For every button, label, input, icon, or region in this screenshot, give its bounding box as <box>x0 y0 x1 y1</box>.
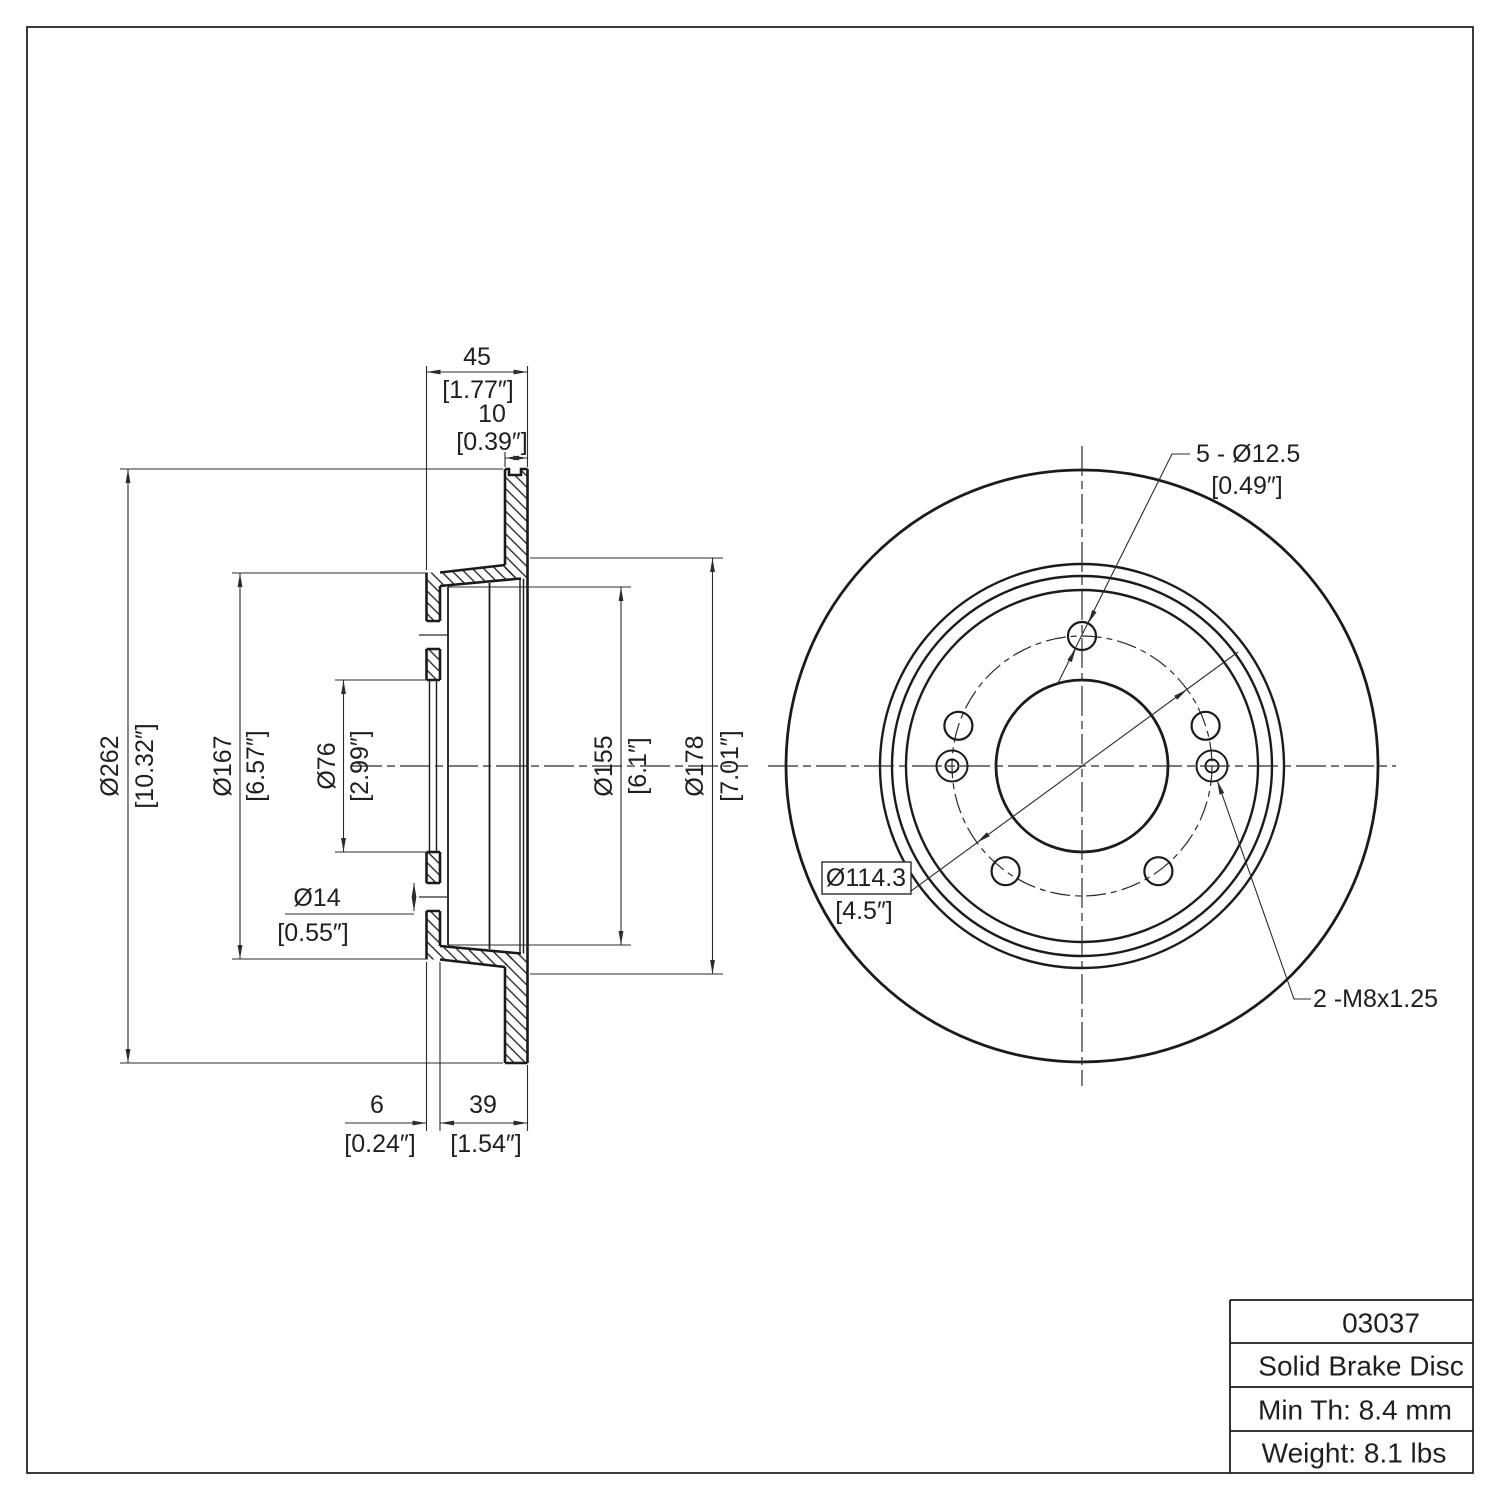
dim-disc-thickness-in: [0.39″] <box>456 428 527 456</box>
hub-flange-section <box>426 649 440 680</box>
dim-center-bore: Ø76 [2.99″] <box>313 679 426 853</box>
callout-lug-holes-in: [0.49″] <box>1211 472 1282 500</box>
arrowhead <box>1174 689 1188 700</box>
callout-lug-holes: 5 - Ø12.5 [0.49″] <box>1056 440 1300 686</box>
dim-bolt-circle-mm: Ø114.3 <box>826 864 906 892</box>
basic-dimension-box <box>821 861 912 895</box>
lug-hole <box>1143 856 1174 887</box>
hub-flange-section <box>426 572 440 621</box>
arrowhead <box>1067 648 1076 663</box>
hub-flange-section <box>426 911 440 960</box>
dim-bolt-circle-in: [4.5″] <box>835 897 893 925</box>
center-bore-edges <box>426 678 440 854</box>
dim-outer-diameter-in: [10.32″] <box>131 723 159 808</box>
section-outline <box>425 467 529 1065</box>
dim-flange-diameter-mm: Ø167 <box>209 735 237 796</box>
dim-flange-diameter: Ø167 [6.57″] <box>209 572 426 960</box>
dim-center-bore-in: [2.99″] <box>346 730 374 801</box>
dim-disc-thickness-mm: 10 <box>478 400 506 428</box>
dim-hat-outer-in: [7.01″] <box>716 730 744 801</box>
dim-total-width-in: [1.77″] <box>442 376 513 404</box>
dim-total-width: 45 [1.77″] <box>425 343 529 570</box>
sheet-border <box>26 26 1474 1474</box>
lug-hole <box>943 710 974 741</box>
dim-flange-thickness-in: [0.24″] <box>344 1130 415 1158</box>
hat-cone-inner-top <box>439 577 522 588</box>
section-hatched-areas <box>426 469 528 1063</box>
dim-hat-inner-mm: Ø155 <box>590 735 618 796</box>
dim-bolt-circle: Ø114.3 [4.5″] <box>821 651 1239 925</box>
arrowhead <box>976 832 990 843</box>
part-number: 03037 <box>1342 1308 1420 1339</box>
arrowhead <box>1217 780 1225 795</box>
dim-flange-diameter-in: [6.57″] <box>242 730 270 801</box>
lug-hole <box>990 856 1021 887</box>
dim-hat-depth-mm: 39 <box>469 1091 497 1119</box>
hat-cone-outer-top <box>439 563 506 574</box>
dim-hat-depth-in: [1.54″] <box>450 1130 521 1158</box>
dim-flange-thickness-mm: 6 <box>370 1091 384 1119</box>
hat-cone-outer-bottom <box>439 958 506 969</box>
front-view: Ø114.3 [4.5″] 5 - Ø12.5 [0.49″] 2 -M8x1.… <box>768 440 1438 1086</box>
title-block: 03037 Solid Brake Disc Min Th: 8.4 mm We… <box>1229 1299 1473 1473</box>
friction-ring-section-top <box>505 469 528 580</box>
dim-stud-hole-in: [0.55″] <box>277 919 348 947</box>
title-block-grid <box>1229 1299 1473 1473</box>
bolt-circle-dimension-line <box>910 651 1239 892</box>
stud-hole-edges <box>426 619 440 913</box>
ring-top-edge-with-groove <box>505 467 528 477</box>
dim-hat-inner-in: [6.1″] <box>624 737 652 795</box>
friction-ring-section-bottom <box>505 953 528 1063</box>
dim-flange-thickness-and-hat-depth: 6 [0.24″] 39 [1.54″] <box>344 962 529 1158</box>
hub-flange-section <box>426 852 440 883</box>
callout-thread-holes: 2 -M8x1.25 <box>1216 780 1438 1013</box>
leader-line <box>1216 780 1311 1000</box>
lug-holes <box>943 620 1221 887</box>
part-description: Solid Brake Disc <box>1258 1351 1463 1382</box>
dim-outer-diameter: Ø262 [10.32″] <box>96 468 503 1064</box>
callout-thread-holes-label: 2 -M8x1.25 <box>1313 985 1438 1013</box>
dim-stud-hole-mm: Ø14 <box>293 884 340 912</box>
dim-hat-inner-diameter: Ø155 [6.1″] <box>448 586 652 946</box>
leader-line <box>1056 453 1190 686</box>
dim-hat-outer-mm: Ø178 <box>681 735 709 796</box>
dim-disc-thickness: 10 [0.39″] <box>456 400 528 467</box>
thread-hole-inner <box>944 758 960 774</box>
dim-outer-diameter-mm: Ø262 <box>96 735 124 796</box>
lug-hole <box>1190 710 1221 741</box>
arrowhead <box>1088 609 1097 624</box>
hat-cone-section-top <box>440 565 517 586</box>
dim-center-bore-mm: Ø76 <box>313 742 341 789</box>
dim-stud-hole: Ø14 [0.55″] <box>277 883 417 947</box>
dim-hat-outer-diameter: Ø178 [7.01″] <box>530 557 744 975</box>
section-centerlines <box>352 634 748 898</box>
section-view: 45 [1.77″] 10 [0.39″] Ø262 [10.32″] Ø167… <box>96 343 748 1158</box>
callout-lug-holes-label: 5 - Ø12.5 <box>1196 440 1300 468</box>
hat-cone-section-bottom <box>440 946 517 967</box>
hat-cone-inner-bottom <box>439 944 522 955</box>
dim-total-width-mm: 45 <box>463 343 491 371</box>
part-weight: Weight: 8.1 lbs <box>1262 1438 1447 1469</box>
min-thickness: Min Th: 8.4 mm <box>1258 1395 1452 1426</box>
